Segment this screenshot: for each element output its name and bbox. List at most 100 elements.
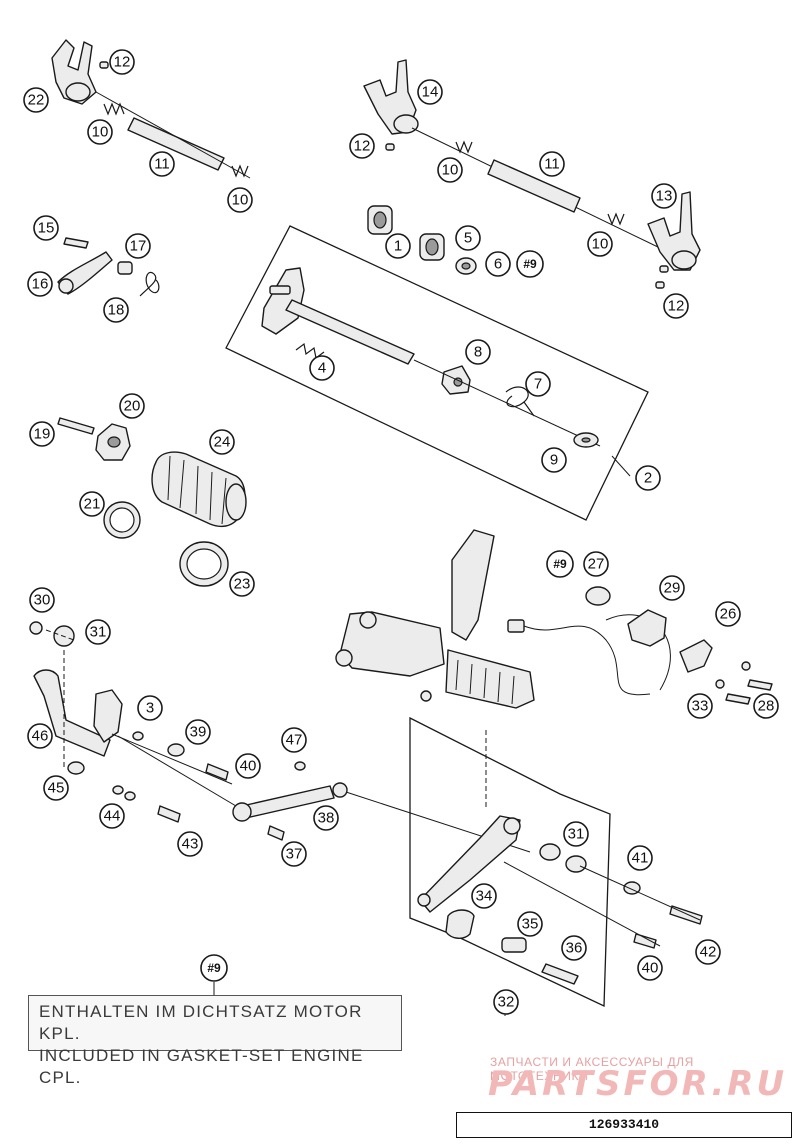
svg-text:29: 29 <box>664 580 681 597</box>
svg-text:42: 42 <box>700 944 717 961</box>
washer-9 <box>573 432 599 448</box>
svg-text:22: 22 <box>28 92 45 109</box>
svg-text:34: 34 <box>476 888 493 905</box>
callout-1: 1 <box>385 233 411 259</box>
bearing-1 <box>367 205 393 235</box>
note-line-german: ENTHALTEN IM DICHTSATZ MOTOR KPL. <box>39 1002 363 1043</box>
callout-26: 26 <box>715 601 741 627</box>
callout-10: 10 <box>587 231 613 257</box>
svg-text:4: 4 <box>318 360 326 377</box>
shift-rod <box>232 761 348 841</box>
watermark-tagline: ЗАПЧАСТИ И АКСЕССУАРЫ ДЛЯ МОТОТЕХНИКИ <box>490 1055 694 1083</box>
gasket-note: ENTHALTEN IM DICHTSATZ MOTOR KPL. INCLUD… <box>28 995 402 1087</box>
svg-text:10: 10 <box>442 162 459 179</box>
svg-text:1: 1 <box>394 238 402 255</box>
svg-text:46: 46 <box>32 728 49 745</box>
callout-13: 13 <box>651 183 677 209</box>
svg-text:31: 31 <box>90 624 107 641</box>
svg-text:38: 38 <box>318 810 335 827</box>
bearing-ring-23 <box>179 541 229 587</box>
svg-text:2: 2 <box>644 470 652 487</box>
svg-text:#9: #9 <box>523 257 537 271</box>
callout-12: 12 <box>663 293 689 319</box>
callout-hash-9: #9 <box>516 250 544 278</box>
gear-sensor <box>507 586 773 705</box>
svg-text:40: 40 <box>240 758 257 775</box>
callout-40: 40 <box>235 753 261 779</box>
svg-text:44: 44 <box>104 808 121 825</box>
svg-text:9: 9 <box>550 452 558 469</box>
svg-text:37: 37 <box>286 846 303 863</box>
svg-text:21: 21 <box>84 496 101 513</box>
svg-text:14: 14 <box>422 84 439 101</box>
callout-46: 46 <box>27 723 53 749</box>
callout-33: 33 <box>687 693 713 719</box>
callout-11: 11 <box>539 151 565 177</box>
svg-text:31: 31 <box>568 826 585 843</box>
callout-12: 12 <box>109 49 135 75</box>
callout-19: 19 <box>29 421 55 447</box>
svg-text:24: 24 <box>214 434 231 451</box>
svg-text:10: 10 <box>232 192 249 209</box>
drawing-number: 126933410 <box>588 1117 660 1132</box>
washer-6 <box>455 257 477 275</box>
svg-text:47: 47 <box>286 732 303 749</box>
callout-41: 41 <box>627 845 653 871</box>
svg-text:3: 3 <box>146 700 154 717</box>
svg-text:39: 39 <box>190 724 207 741</box>
svg-text:6: 6 <box>494 256 502 273</box>
drawing-number-box: 126933410 <box>456 1112 792 1138</box>
callout-18: 18 <box>103 297 129 323</box>
callout-32: 32 <box>493 989 519 1015</box>
shift-fork-left <box>51 39 109 105</box>
callout-21: 21 <box>79 491 105 517</box>
shift-rail-top <box>487 159 581 213</box>
svg-text:10: 10 <box>92 124 109 141</box>
locking-lever <box>57 237 160 297</box>
svg-text:5: 5 <box>464 230 472 247</box>
footrest-plate <box>417 815 521 913</box>
callout-hash-9: #9 <box>200 954 228 982</box>
callout-42: 42 <box>695 939 721 965</box>
shift-fork-top <box>363 59 419 151</box>
svg-text:17: 17 <box>130 238 147 255</box>
svg-text:35: 35 <box>522 916 539 933</box>
svg-text:40: 40 <box>642 960 659 977</box>
callout-7: 7 <box>525 371 551 397</box>
shift-fork-right <box>647 191 701 289</box>
callout-31: 31 <box>85 619 111 645</box>
svg-text:41: 41 <box>632 850 649 867</box>
callout-30: 30 <box>29 587 55 613</box>
shift-drum <box>151 451 247 528</box>
callout-29: 29 <box>659 575 685 601</box>
callout-2: 2 <box>635 465 661 491</box>
svg-text:45: 45 <box>48 780 65 797</box>
callout-31: 31 <box>563 821 589 847</box>
callout-15: 15 <box>33 215 59 241</box>
callout-36: 36 <box>561 935 587 961</box>
svg-text:36: 36 <box>566 940 583 957</box>
callout-16: 16 <box>27 271 53 297</box>
svg-text:19: 19 <box>34 426 51 443</box>
svg-text:33: 33 <box>692 698 709 715</box>
svg-text:43: 43 <box>182 836 199 853</box>
svg-text:11: 11 <box>154 156 170 173</box>
callout-45: 45 <box>43 775 69 801</box>
callout-4: 4 <box>309 355 335 381</box>
callout-44: 44 <box>99 803 125 829</box>
callout-43: 43 <box>177 831 203 857</box>
svg-text:27: 27 <box>588 556 605 573</box>
callout-20: 20 <box>119 393 145 419</box>
watermark-logo: PARTSFOR.RU <box>488 1064 788 1104</box>
bearing-5 <box>419 233 445 261</box>
callout-37: 37 <box>281 841 307 867</box>
shift-lever <box>29 621 123 757</box>
callout-9: 9 <box>541 447 567 473</box>
svg-text:23: 23 <box>234 576 251 593</box>
callout-10: 10 <box>87 119 113 145</box>
callout-34: 34 <box>471 883 497 909</box>
svg-text:13: 13 <box>656 188 673 205</box>
bearing-ring-21 <box>103 501 141 539</box>
callout-10: 10 <box>437 157 463 183</box>
shift-rail-left <box>127 117 225 171</box>
